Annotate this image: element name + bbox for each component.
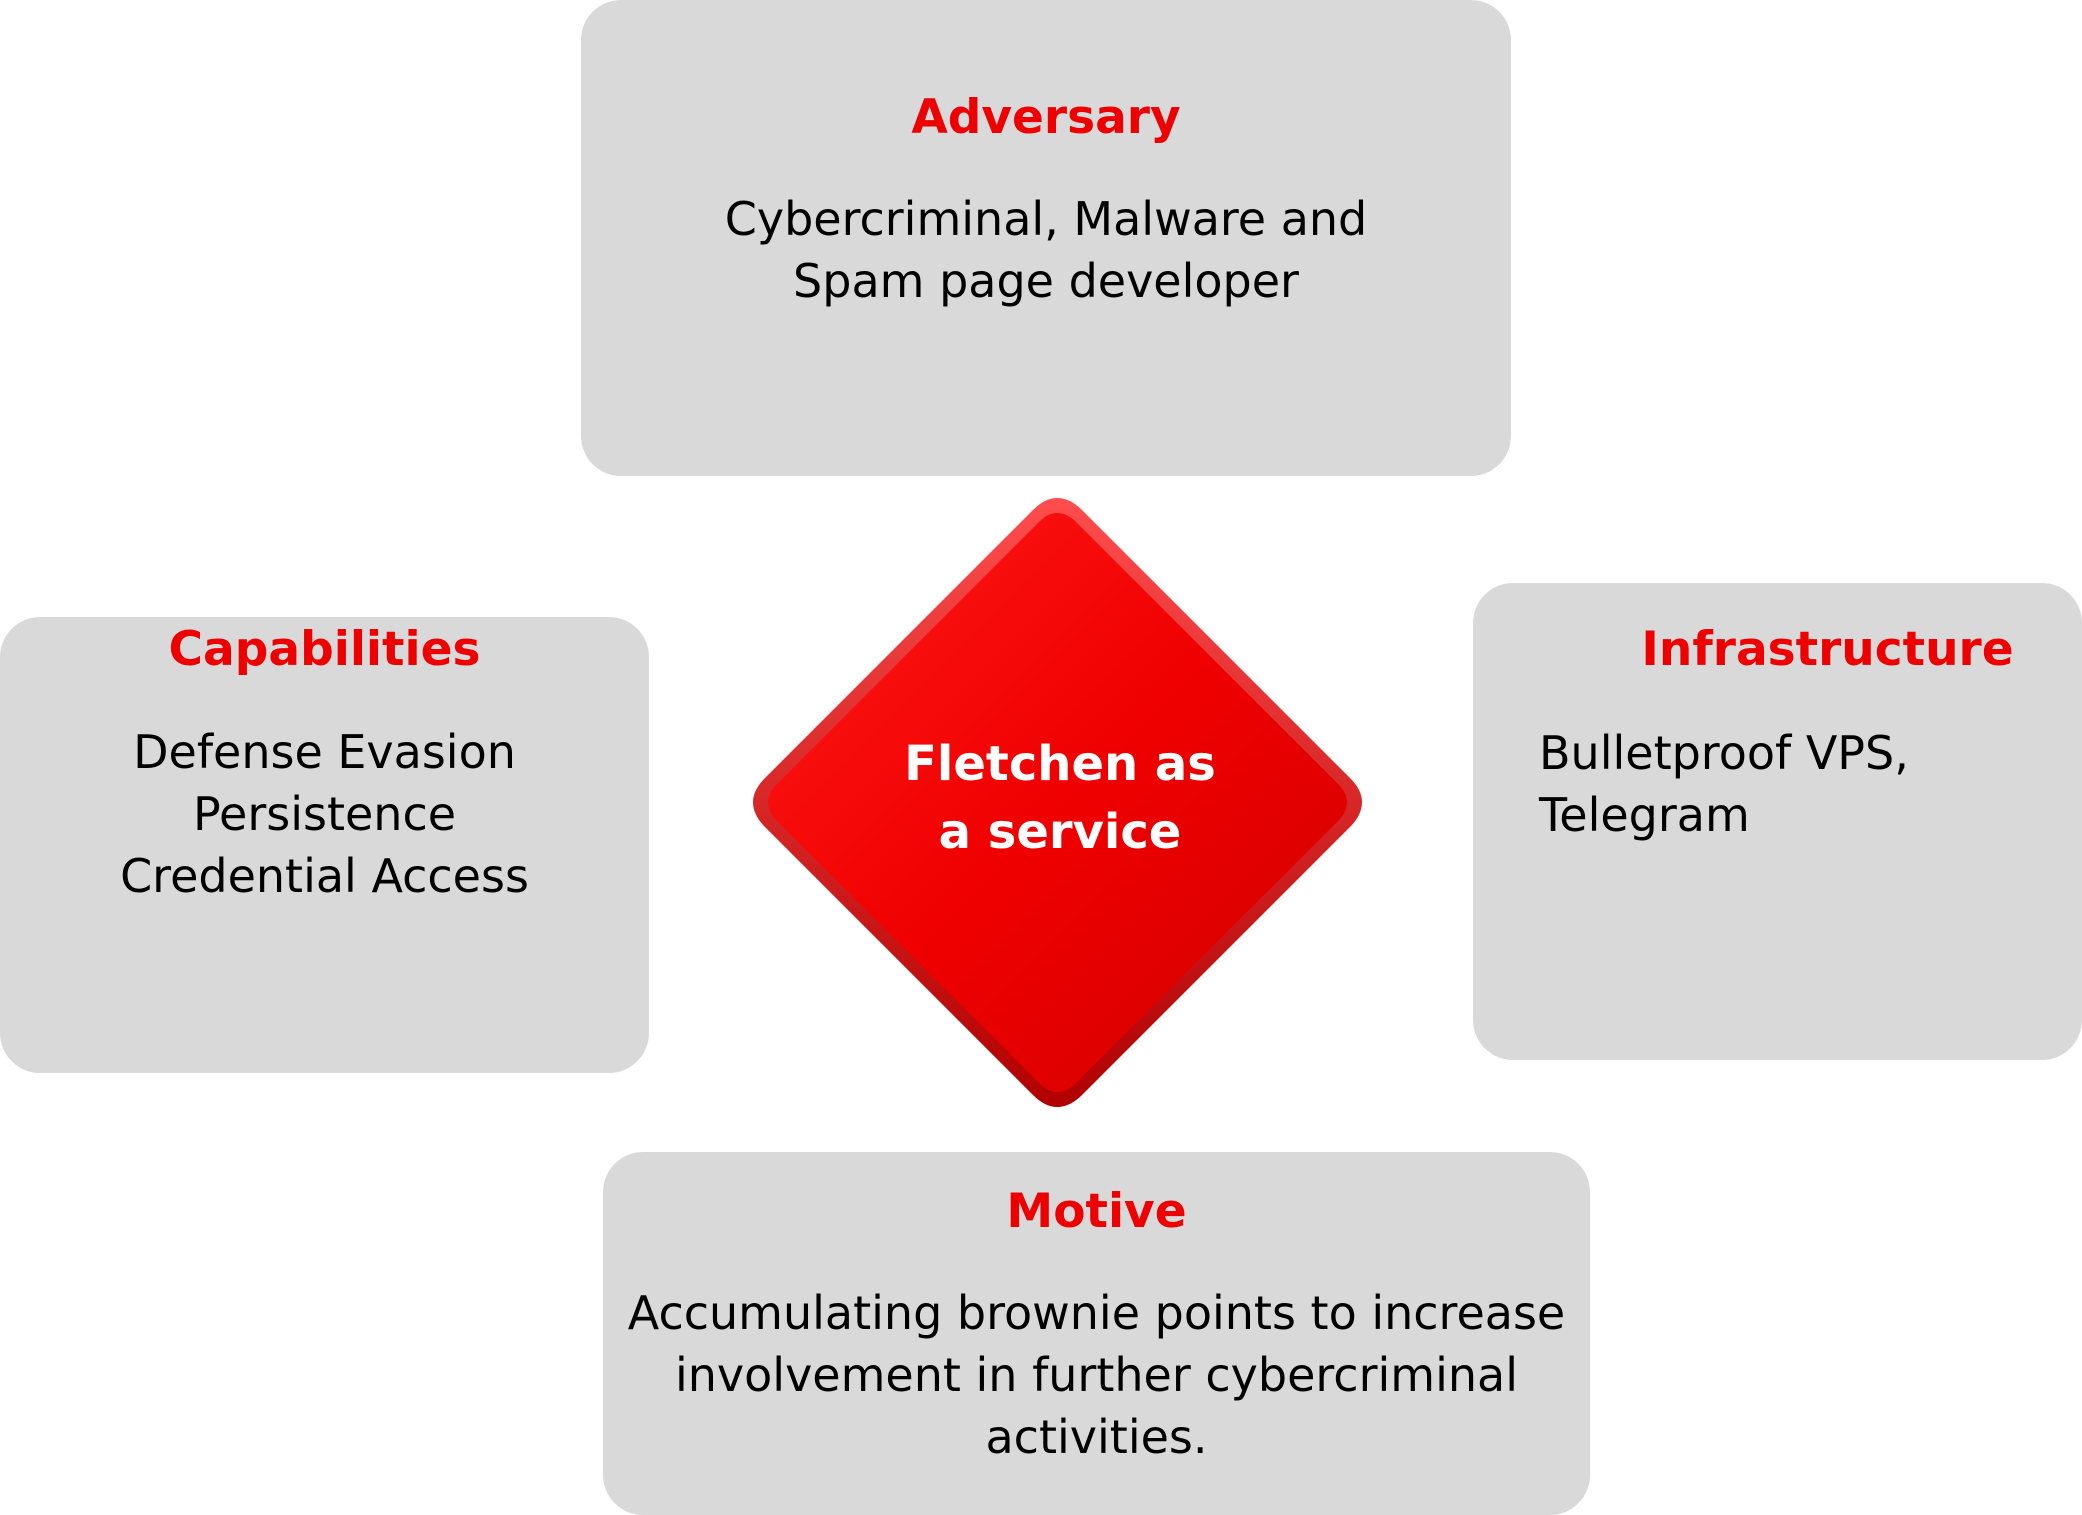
infrastructure-card: Infrastructure Bulletproof VPS, Telegram [1473,583,2082,1060]
center-diamond-shape [753,498,1362,1107]
motive-title: Motive [1006,1184,1187,1239]
adversary-title: Adversary [911,90,1181,145]
capabilities-title: Capabilities [168,622,481,677]
infrastructure-description: Bulletproof VPS, Telegram [1539,722,2082,846]
capabilities-card: Capabilities Defense Evasion Persistence… [0,617,649,1073]
capabilities-list: Defense Evasion Persistence Credential A… [0,721,649,907]
capability-item: Persistence [192,787,457,841]
motive-line: involvement in further cybercriminal [675,1348,1518,1402]
center-label-line: a service [938,804,1182,860]
motive-card: Motive Accumulating brownie points to in… [603,1152,1590,1515]
capability-item: Credential Access [120,849,529,903]
adversary-description: Cybercriminal, Malware and Spam page dev… [581,188,1511,312]
motive-description: Accumulating brownie points to increase … [603,1282,1590,1468]
infrastructure-line: Telegram [1539,788,1750,842]
infrastructure-line: Bulletproof VPS, [1539,726,1909,780]
adversary-card: Adversary Cybercriminal, Malware and Spa… [581,0,1511,476]
motive-line: activities. [985,1410,1208,1464]
capability-item: Defense Evasion [133,725,516,779]
adversary-line: Cybercriminal, Malware and [724,192,1368,246]
center-label: Fletchen as a service [860,730,1260,866]
motive-line: Accumulating brownie points to increase [627,1286,1566,1340]
center-label-line: Fletchen as [904,736,1216,792]
adversary-line: Spam page developer [793,254,1299,308]
infrastructure-title: Infrastructure [1641,622,2014,677]
